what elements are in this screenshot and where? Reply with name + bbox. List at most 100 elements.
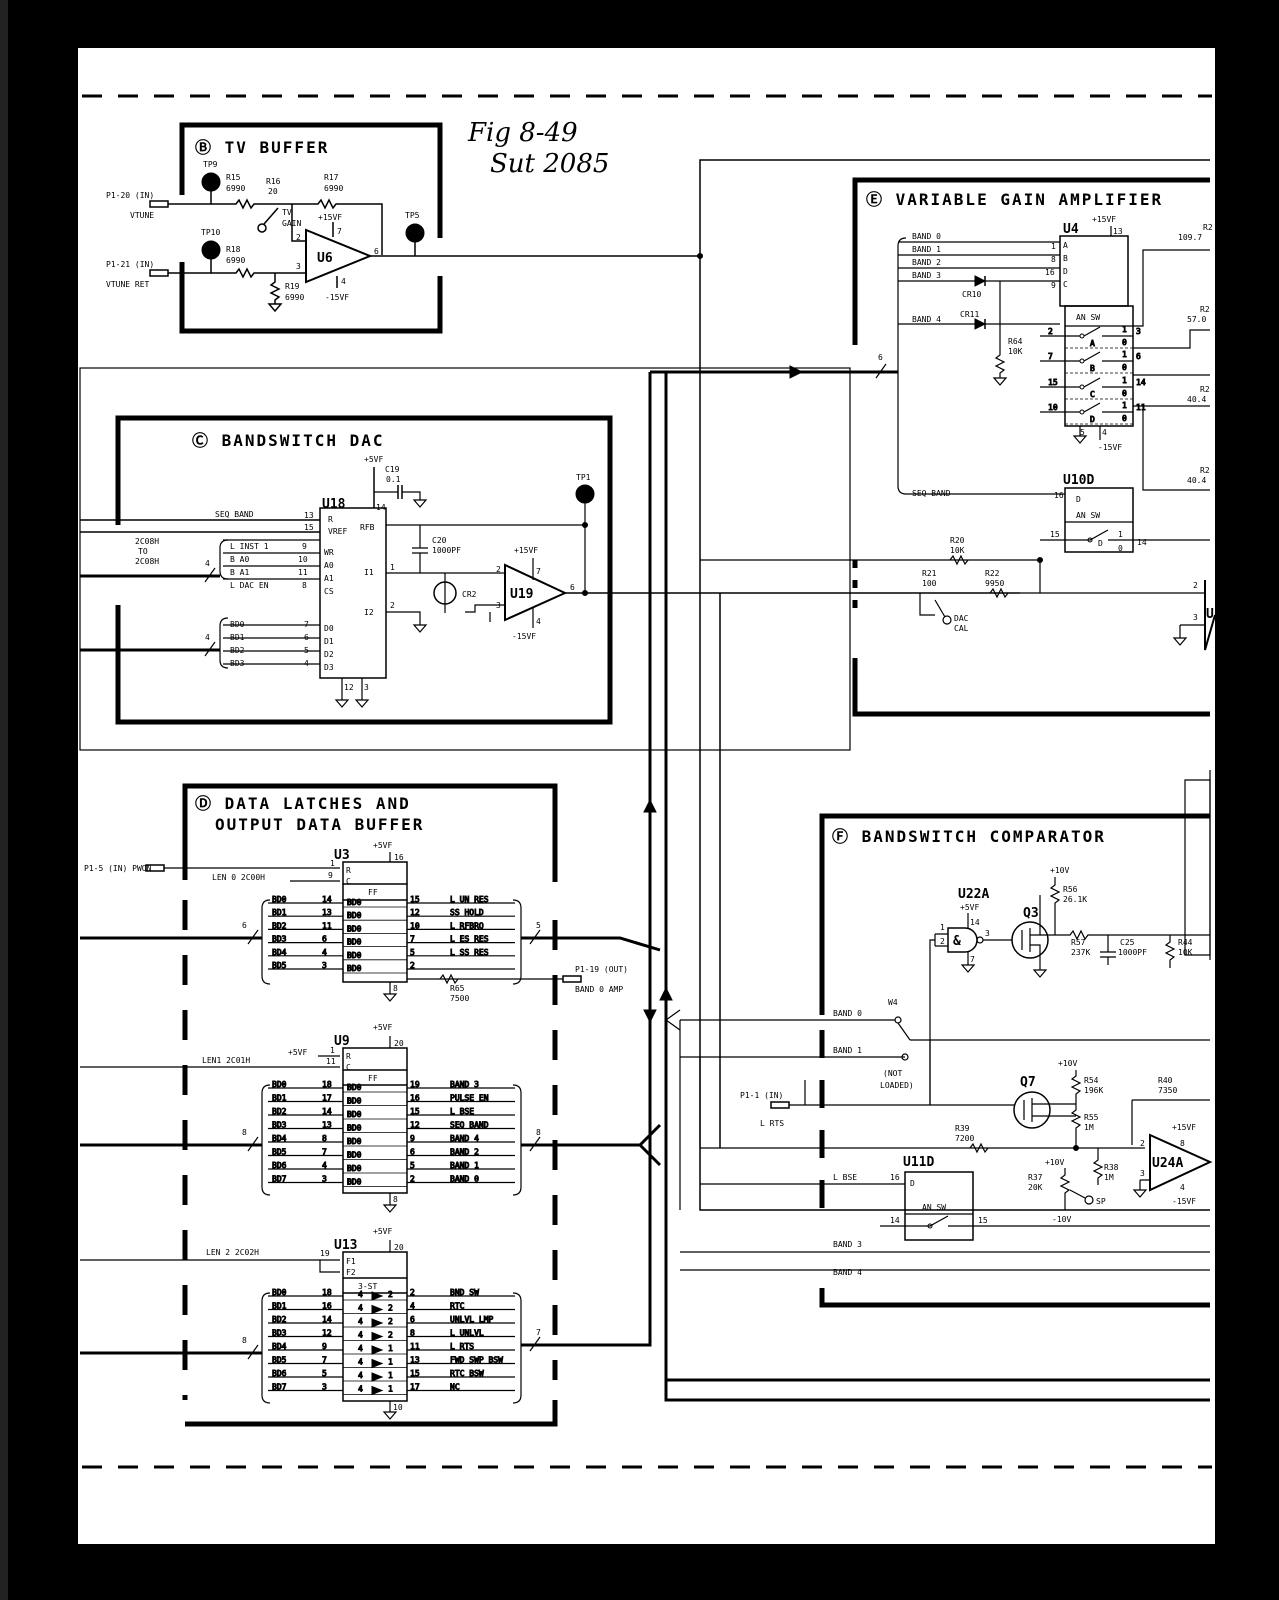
comparator-r56v-label: 26.1K	[1063, 895, 1087, 904]
vga-sw-out-2: 14	[1136, 378, 1146, 387]
u9-row-d-6: D	[347, 1164, 352, 1173]
u9-row-in-pin-0: 18	[322, 1080, 332, 1089]
comparator-amp-label: &	[953, 934, 961, 949]
vga-res2-label: R2	[1200, 305, 1210, 314]
dac-pin_names_top-2-label: RFB	[360, 523, 375, 532]
dac-pos15-label: +15VF	[514, 546, 538, 555]
vga-p15-label: 15	[1050, 530, 1060, 539]
comparator-p4-label: 4	[1180, 1183, 1185, 1192]
vga-title: Ⓔ VARIABLE GAIN AMPLIFIER	[866, 190, 1163, 209]
latches-ff-label: FF	[368, 1074, 378, 1083]
vga-cal-label: CAL	[954, 624, 969, 633]
u9-row-in-6: BD6	[272, 1161, 287, 1170]
u9-row-in-4: BD4	[272, 1134, 287, 1143]
u3-row-out-pin-2: 10	[410, 921, 420, 930]
block-data-latches: Ⓓ DATA LATCHES AND OUTPUT DATA BUFFER U3…	[80, 700, 662, 1427]
u3-row-d-5: D	[347, 964, 352, 973]
vga-res1v-label: 109.7	[1178, 233, 1202, 242]
u13-row-mid-in-1: 4	[358, 1304, 363, 1313]
u19-label: U19	[510, 587, 533, 602]
comparator-r38v-label: 1M	[1104, 1173, 1114, 1182]
vga-zero-label: 0	[1122, 414, 1127, 423]
dac-pin_names_top-1-label: VREF	[328, 527, 347, 536]
dac-data_pins-2-label: 5	[304, 646, 309, 655]
u3-row-in-pin-5: 3	[322, 961, 327, 970]
u13-row-in-1: BD1	[272, 1302, 287, 1311]
u6-label: U6	[317, 251, 333, 266]
u3-row-in-pin-3: 6	[322, 935, 327, 944]
comparator-r39v-label: 7200	[955, 1134, 974, 1143]
comparator-w4-label: W4	[888, 998, 898, 1007]
latches-pin8-label: 8	[393, 1195, 398, 1204]
u13-row-out-pin-6: 15	[410, 1369, 420, 1378]
vga-p14-label: 14	[1137, 538, 1147, 547]
comparator-p14-label: 14	[890, 1216, 900, 1225]
u9-row-d-7: D	[347, 1178, 352, 1187]
u13-row-out-5: FWD SWP BSW	[450, 1356, 503, 1365]
u13-row-in-0: BD0	[272, 1288, 287, 1297]
tv_buffer-in2-label: P1-21 (IN)	[106, 260, 154, 269]
comparator-band3-label: BAND 3	[833, 1240, 862, 1249]
tv_buffer-in1-label: P1-20 (IN)	[106, 191, 154, 200]
latches-r65v-label: 7500	[450, 994, 469, 1003]
u9-row-out-7: BAND 0	[450, 1175, 479, 1184]
annotation-line1-label: Fig 8-49	[467, 118, 578, 148]
comparator-pos15-label: +15VF	[1172, 1123, 1196, 1132]
comparator-c25v-label: 1000PF	[1118, 948, 1147, 957]
u9-row-in-pin-6: 4	[322, 1161, 327, 1170]
comparator-pos5-label: +5VF	[960, 903, 979, 912]
u13-row-out-pin-4: 11	[410, 1342, 420, 1351]
comparator-not_loaded1-label: (NOT	[883, 1069, 902, 1078]
latches-pin10-label: 10	[393, 1403, 403, 1412]
comparator-r37-label: R37	[1028, 1173, 1043, 1182]
vga-band_names-3-label: C	[1063, 280, 1068, 289]
u9-row-d-2: D	[347, 1110, 352, 1119]
u22a-label: U22A	[958, 887, 989, 902]
block-bandswitch-comparator: Ⓕ BANDSWITCH COMPARATOR U22A +5VF & 1 2 …	[679, 813, 1213, 1308]
dac-addr_to-label: TO	[138, 547, 148, 556]
dac-p3-label: 3	[364, 683, 369, 692]
vga-neg15-label: -15VF	[1098, 443, 1122, 452]
latches-pos5-label: +5VF	[373, 1227, 392, 1236]
comparator-d-label: D	[910, 1179, 915, 1188]
vga-sw-letter-0: A	[1090, 339, 1095, 348]
u9-row-d-1: D	[347, 1097, 352, 1106]
latches-bus8-label: 8	[536, 1128, 541, 1137]
vga-one-label: 1	[1122, 376, 1127, 385]
u13-row-out-pin-7: 17	[410, 1383, 420, 1392]
comparator-p3-label: 3	[985, 929, 990, 938]
dac-op7-label: 7	[536, 567, 541, 576]
dac-data_pins-3-label: 4	[304, 659, 309, 668]
u9-row-in-pin-2: 14	[322, 1107, 332, 1116]
latches-p9-label: 9	[328, 871, 333, 880]
u13-row-out-7: NC	[450, 1383, 460, 1392]
block-variable-gain-amplifier: Ⓔ VARIABLE GAIN AMPLIFIER U4 +15VF 13 6 …	[650, 177, 1216, 717]
tv_buffer-tp5-label: TP5	[405, 211, 420, 220]
tv_buffer-p6-label: 6	[374, 247, 379, 256]
u9-row-d-5: D	[347, 1151, 352, 1160]
vga-bands-3-label: BAND 3	[912, 271, 941, 280]
comparator-l_bse-label: L BSE	[833, 1173, 857, 1182]
vga-band_pins-2-label: 16	[1045, 268, 1055, 277]
tv_buffer-r18-label: R18	[226, 245, 241, 254]
u9-row-out-0: BAND 3	[450, 1080, 479, 1089]
u3-row-in-3: BD3	[272, 935, 287, 944]
comparator-p1-label: 1	[940, 923, 945, 932]
u9-row-out-1: PULSE EN	[450, 1094, 489, 1103]
dac-data-2-label: BD2	[230, 646, 245, 655]
u9-row-out-pin-7: 2	[410, 1175, 415, 1184]
latches-u3_in-0-label: BD0	[347, 964, 362, 973]
comparator-an_sw-label: AN SW	[922, 1203, 946, 1212]
block-tv-buffer: Ⓑ TV BUFFER P1-20 (IN) VTUNE P1-21 (IN) …	[106, 122, 703, 334]
latches-three_st-label: 3-ST	[358, 1282, 377, 1291]
tv_buffer-pos-label: +15VF	[318, 213, 342, 222]
q7-label: Q7	[1020, 1075, 1036, 1090]
latches-c-label: C	[346, 877, 351, 886]
u13-row-in-2: BD2	[272, 1315, 287, 1324]
vga-p4-label: 4	[1102, 428, 1107, 437]
u13-row-mid-out-3: 2	[388, 1331, 393, 1340]
u9-row-in-3: BD3	[272, 1121, 287, 1130]
tv_buffer-in1_name-label: VTUNE	[130, 211, 154, 220]
tv_buffer-p2-label: 2	[296, 233, 301, 242]
dac-data-1-label: BD1	[230, 633, 245, 642]
